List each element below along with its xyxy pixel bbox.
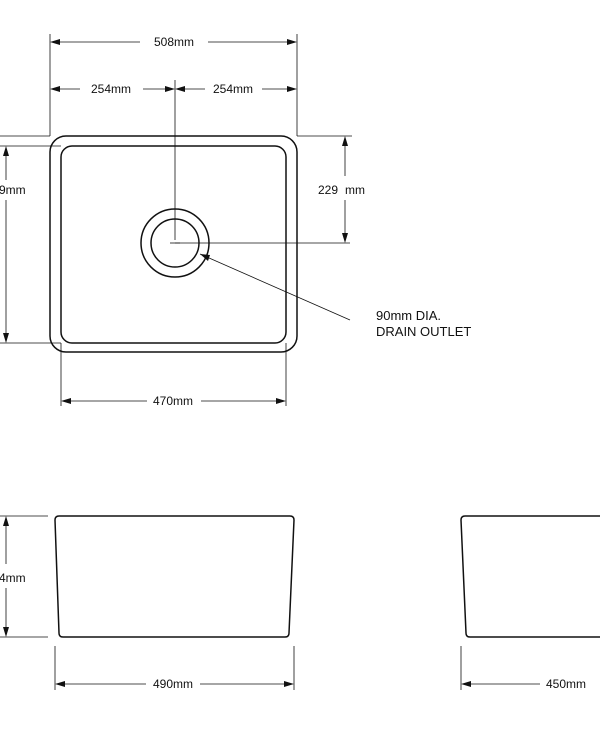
front-view-outline bbox=[54, 515, 295, 638]
dim-overall-width-label: 508mm bbox=[154, 35, 194, 49]
dim-inner-width-label: 470mm bbox=[153, 394, 193, 408]
dim-right-half-label: 254mm bbox=[213, 82, 253, 96]
dim-left-half-label: 254mm bbox=[91, 82, 131, 96]
dim-side-width: 450mm bbox=[461, 677, 586, 691]
sink-inner-outline bbox=[60, 145, 287, 344]
dim-overall-depth-label: 9mm bbox=[0, 183, 26, 197]
drain-note-line2: DRAIN OUTLET bbox=[376, 324, 471, 339]
dim-side-width-label: 450mm bbox=[546, 677, 586, 691]
dim-drain-offset-unit: mm bbox=[345, 183, 365, 197]
dim-front-width-label: 490mm bbox=[153, 677, 193, 691]
dim-inner-width: 470mm bbox=[61, 394, 286, 408]
top-view: 508mm 254mm 254mm 229 mm bbox=[0, 34, 471, 408]
dim-drain-offset: 229 mm bbox=[318, 136, 365, 243]
drain-note-line1: 90mm DIA. bbox=[376, 308, 441, 323]
side-view: 450mm bbox=[460, 515, 600, 691]
dim-height-label: 4mm bbox=[0, 571, 26, 585]
dim-overall-depth: 9mm bbox=[0, 146, 26, 343]
dim-right-half: 254mm bbox=[175, 82, 297, 96]
dim-left-half: 254mm bbox=[50, 82, 175, 96]
side-view-outline bbox=[460, 515, 600, 638]
drain-leader: 90mm DIA. DRAIN OUTLET bbox=[199, 253, 471, 339]
front-view: 4mm 490mm bbox=[0, 515, 295, 691]
dim-drain-offset-value: 229 bbox=[318, 183, 338, 197]
dim-front-width: 490mm bbox=[55, 677, 294, 691]
sink-outer-outline bbox=[49, 135, 298, 353]
dim-overall-width: 508mm bbox=[50, 35, 297, 49]
dim-height: 4mm bbox=[0, 516, 26, 637]
